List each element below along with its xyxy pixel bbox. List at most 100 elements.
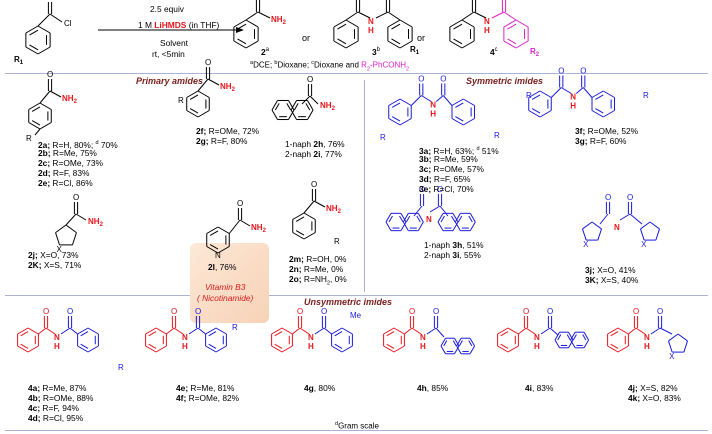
bond (391, 102, 401, 108)
bond (38, 327, 47, 335)
bond (173, 327, 184, 335)
bond (166, 327, 175, 335)
bond (288, 100, 295, 111)
bond (583, 339, 590, 349)
bond (387, 40, 401, 49)
bond (39, 102, 52, 110)
bond (295, 230, 305, 236)
bond (197, 90, 210, 98)
bond (629, 213, 643, 225)
r-label: R (380, 133, 386, 142)
oxygen-label: O (433, 307, 439, 316)
bond (245, 11, 259, 21)
imide-n-label: N (430, 101, 436, 110)
bond (303, 200, 315, 214)
bond (301, 95, 311, 105)
bond (290, 100, 297, 111)
compound-entry: 2a; R=H, 80%; d 70% (38, 139, 118, 150)
bond (334, 331, 343, 337)
bond (404, 327, 413, 335)
entry-list-3j-3k: 3j; X=O, 41%3K; X=S, 40% (585, 265, 638, 285)
bond (531, 108, 541, 114)
bond (405, 215, 411, 223)
bond (421, 95, 432, 102)
bond (65, 213, 77, 226)
bond (463, 98, 475, 106)
bond (385, 213, 392, 223)
oxygen-label: O (73, 193, 79, 202)
bond (566, 334, 571, 341)
or-label: or (417, 33, 426, 43)
pyridine-n-label: N (215, 251, 221, 260)
bond (473, 11, 487, 19)
compound-entry: 3c; R=OMe, 57% (419, 164, 484, 174)
bond (603, 110, 615, 118)
bond (500, 343, 509, 349)
bond (452, 221, 459, 231)
oxygen-label: O (547, 307, 553, 316)
bond (610, 331, 619, 337)
bond (497, 327, 509, 335)
compound-entry: 4a; R=Me, 87% (28, 383, 87, 393)
bond (286, 103, 292, 111)
oxygen-label: O (558, 67, 564, 76)
bond (399, 98, 412, 106)
section-rule-mid (5, 295, 708, 296)
bond (393, 345, 405, 353)
bond (402, 213, 409, 223)
oxygen-label: O (633, 307, 639, 316)
bond (215, 327, 227, 335)
bond (345, 19, 359, 28)
bond (345, 11, 359, 21)
imide-n-label: N (308, 333, 314, 342)
amide-nh2-label: NH2 (251, 223, 267, 234)
compound-entry: 2c; R=OMe, 73% (38, 158, 103, 168)
bond (333, 19, 347, 28)
bond (649, 221, 660, 230)
compound-entry: 4c; R=F, 94% (28, 403, 79, 413)
amide-nh2-label: NH2 (320, 101, 336, 112)
imide-h-label: H (420, 342, 426, 351)
bond (461, 11, 475, 21)
bond (303, 232, 316, 240)
bond (206, 246, 219, 254)
bond (71, 232, 77, 246)
bond (568, 331, 574, 341)
oxygen-label: O (440, 75, 446, 84)
bond (186, 110, 199, 118)
bond (597, 228, 602, 241)
bond (583, 331, 590, 341)
imide-n-label: N (368, 17, 374, 26)
bond (500, 331, 509, 337)
bond (313, 200, 326, 208)
imide-h-label: H (182, 342, 188, 351)
bond (228, 219, 241, 234)
bond (205, 345, 217, 353)
compound-entry: 4e; R=Me, 81% (176, 383, 235, 393)
bond (400, 213, 407, 223)
bond (341, 327, 353, 335)
bond (189, 108, 199, 114)
bond (207, 78, 220, 86)
bond (549, 327, 559, 336)
oxygen-label: O (580, 67, 586, 76)
compound-entry: 4g, 80% (304, 383, 336, 393)
entry-list-4e-4f: 4e; R=Me, 81%4f; R=OMe, 82% (176, 383, 239, 403)
bond (388, 98, 401, 106)
bond (155, 327, 167, 335)
bond (29, 44, 39, 51)
amide-nh2-label: NH2 (88, 217, 104, 228)
bond (388, 215, 393, 223)
bond (305, 103, 311, 111)
bond (387, 19, 401, 28)
bond (591, 221, 602, 230)
bond (635, 327, 646, 335)
compound-entry: 3K; X=S, 40% (585, 275, 639, 285)
bond (568, 339, 574, 349)
bond (271, 345, 283, 353)
bond (452, 213, 459, 223)
bond (507, 23, 517, 30)
oxygen-label: O (419, 185, 425, 194)
bond (582, 334, 587, 341)
